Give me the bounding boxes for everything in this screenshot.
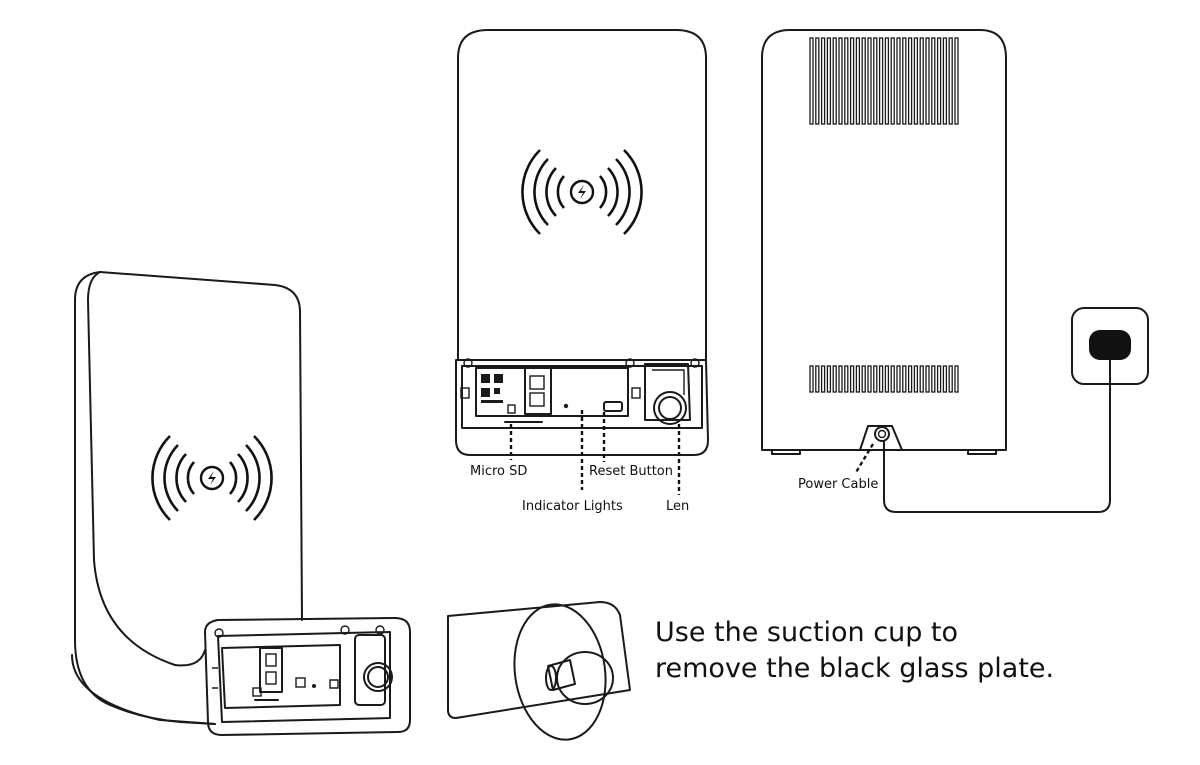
vent-slot: [919, 365, 924, 393]
vent-slot: [907, 37, 913, 125]
vent-slot: [931, 365, 936, 393]
bottom-vents: [809, 365, 959, 393]
vent-slot: [896, 365, 901, 393]
vent-slot: [942, 37, 948, 125]
vent-slot: [855, 37, 861, 125]
vent-slot: [931, 37, 936, 125]
lightning-bolt-icon: [569, 179, 595, 205]
vent-slot: [896, 37, 901, 125]
vent-slot: [809, 365, 814, 393]
indicator-light-dot: [312, 684, 316, 688]
vent-slot: [902, 37, 907, 125]
vent-slot: [890, 365, 895, 393]
wireless-charging-icon: [521, 149, 643, 235]
vent-slot: [890, 37, 895, 125]
power-port: [874, 426, 890, 442]
instruction-line-2: remove the black glass plate.: [655, 653, 1054, 684]
lens: [653, 391, 687, 425]
vent-slot: [838, 37, 843, 125]
micro-sd-label: Micro SD: [470, 464, 527, 479]
vent-slot: [954, 37, 959, 125]
power-cable-label: Power Cable: [798, 477, 878, 492]
suction-cup-icon: [513, 603, 614, 741]
vent-slot: [867, 37, 872, 125]
perspective-view: [71, 271, 411, 736]
power-cable-leader: [853, 443, 875, 475]
vent-slot: [936, 365, 942, 393]
power-cable: [883, 354, 1111, 513]
vent-slot: [884, 37, 890, 125]
vent-slot: [826, 365, 832, 393]
vent-slot: [849, 37, 855, 125]
back-view: Power Cable: [761, 29, 1149, 513]
front-view: Micro SD Reset Button Indicator Lights L…: [455, 29, 709, 514]
vent-slot: [919, 37, 924, 125]
vent-slot: [913, 365, 919, 393]
indicator-lights-label: Indicator Lights: [522, 499, 623, 514]
vent-slot: [873, 365, 878, 393]
vent-slot: [820, 365, 826, 393]
power-outlet-icon: [1071, 307, 1149, 385]
vent-slot: [954, 365, 959, 393]
vent-slot: [832, 365, 837, 393]
vent-slot: [809, 37, 814, 125]
vent-slot: [832, 37, 837, 125]
vent-slot: [925, 37, 930, 125]
vent-slot: [815, 37, 820, 125]
qr-code: [481, 374, 503, 403]
suction-cup-illustration: [447, 601, 631, 741]
vent-slot: [844, 365, 849, 393]
vent-slot: [902, 365, 907, 393]
vent-slot: [942, 365, 948, 393]
vent-slot: [936, 37, 942, 125]
vent-slot: [878, 37, 884, 125]
vent-slot: [948, 37, 953, 125]
vent-slot: [948, 365, 953, 393]
vent-slot: [913, 37, 919, 125]
glass-plate: [447, 601, 631, 719]
len-label: Len: [666, 499, 689, 514]
lightning-bolt-icon: [199, 465, 225, 491]
vent-slot: [873, 37, 878, 125]
wireless-charging-icon: [151, 435, 273, 521]
vent-slot: [820, 37, 826, 125]
vent-slot: [878, 365, 884, 393]
vent-slot: [849, 365, 855, 393]
vent-slot: [844, 37, 849, 125]
top-vents: [809, 37, 959, 125]
vent-slot: [861, 365, 866, 393]
reset-button-label: Reset Button: [589, 464, 673, 479]
reset-button: [603, 401, 623, 412]
vent-slot: [826, 37, 832, 125]
vent-slot: [925, 365, 930, 393]
vent-slot: [867, 365, 872, 393]
vent-slot: [855, 365, 861, 393]
vent-slot: [838, 365, 843, 393]
vent-slot: [884, 365, 890, 393]
vent-slot: [861, 37, 866, 125]
instruction-line-1: Use the suction cup to: [655, 617, 958, 648]
vent-slot: [815, 365, 820, 393]
vent-slot: [907, 365, 913, 393]
